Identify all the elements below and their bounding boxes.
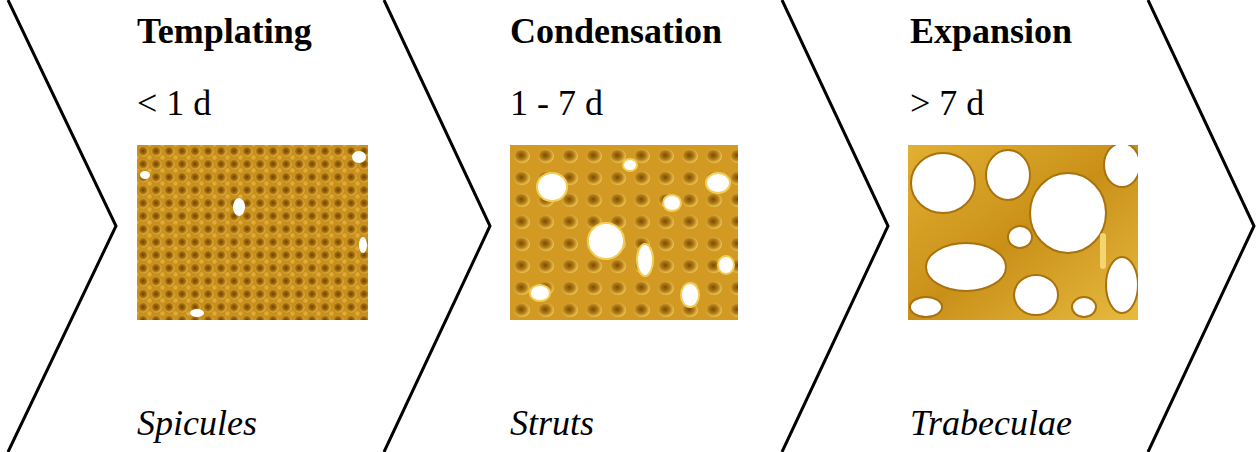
chevron — [384, 0, 490, 452]
stage-band: Templating < 1 d Spicules — [137, 0, 377, 452]
chevron — [1148, 0, 1254, 452]
chevron — [8, 0, 116, 452]
chevron — [782, 0, 888, 452]
struts-render — [510, 145, 738, 320]
stage-label: Trabeculae — [910, 404, 1072, 444]
porous-block — [137, 145, 368, 320]
stage-label: Struts — [510, 404, 594, 444]
stage-duration: > 7 d — [910, 84, 984, 124]
stage-band: Condensation 1 - 7 d Struts — [510, 0, 770, 452]
stage-duration: < 1 d — [137, 84, 211, 124]
trabecular-network — [908, 145, 1138, 320]
stage-title: Expansion — [910, 12, 1072, 52]
spicules-render — [137, 145, 368, 320]
stage-label: Spicules — [137, 404, 257, 444]
porous-block — [510, 145, 738, 320]
stage-title: Templating — [137, 12, 312, 52]
stage-title: Condensation — [510, 12, 722, 52]
stage-band: Expansion > 7 d Trabeculae — [910, 0, 1140, 452]
stage-duration: 1 - 7 d — [510, 84, 603, 124]
trabeculae-render — [908, 145, 1138, 320]
